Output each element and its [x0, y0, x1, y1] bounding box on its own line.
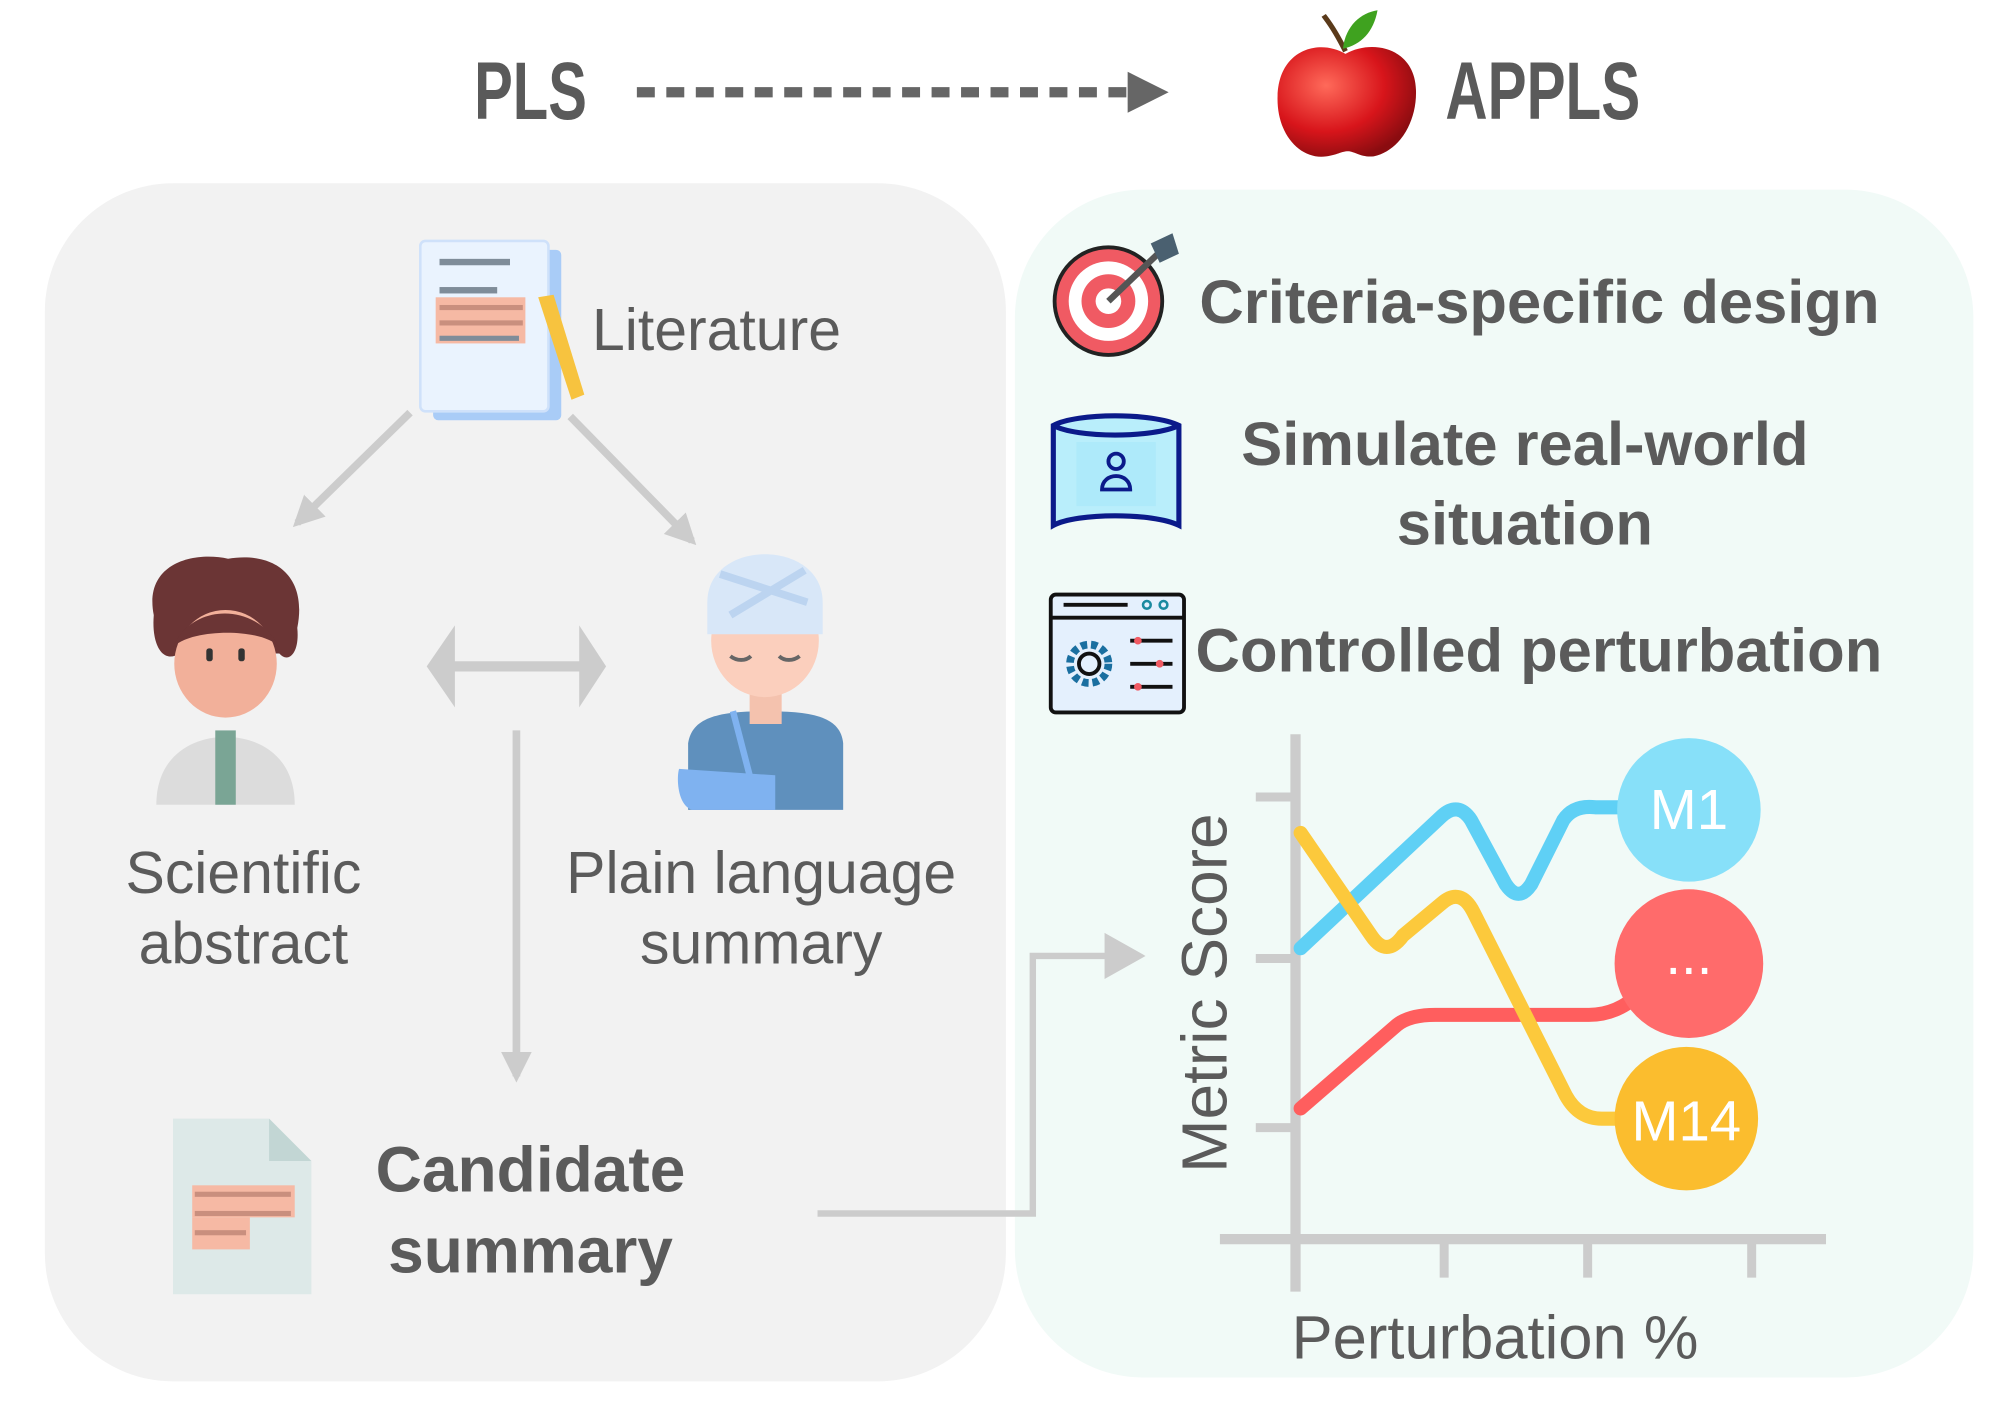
- scientific-abstract-line1: Scientific: [126, 841, 362, 906]
- series-line-m14: [1293, 825, 1632, 1126]
- label-mid: ...: [1665, 923, 1712, 986]
- label-m1: M1: [1650, 778, 1728, 841]
- feature-controlled-perturbation: Controlled perturbation: [1196, 616, 1883, 685]
- patient-icon: [677, 554, 844, 810]
- apple-icon: [1277, 10, 1417, 157]
- connector-arrow: [817, 952, 1115, 1217]
- literature-label: Literature: [592, 298, 841, 363]
- bubble-m14: [1614, 1046, 1759, 1191]
- dashed-arrow: [636, 71, 1169, 113]
- bubble-m1: [1617, 738, 1761, 882]
- y-ticks: [1255, 792, 1296, 1133]
- x-axis-label: Perturbation %: [1292, 1303, 1699, 1372]
- pls-panel: [44, 183, 1006, 1382]
- metric-plot: M1 ... M14 Metric Score Perturbation %: [1168, 734, 1827, 1372]
- target-icon: [1052, 233, 1179, 357]
- plain-language-summary-line1: Plain language: [566, 841, 956, 906]
- arrow-to-pls: [567, 413, 697, 546]
- pls-title: PLS: [474, 46, 587, 137]
- screen-user-icon: [1050, 413, 1182, 530]
- feature-simulate-line2: situation: [1397, 490, 1653, 559]
- appls-title: APPLS: [1445, 46, 1640, 137]
- series-line-mid: [1293, 986, 1648, 1116]
- bubble-mid: [1614, 889, 1764, 1038]
- candidate-summary-line1: Candidate: [376, 1134, 686, 1206]
- x-ticks: [1439, 1239, 1757, 1278]
- settings-sliders-icon: [1048, 592, 1186, 715]
- feature-criteria-specific-design: Criteria-specific design: [1199, 268, 1879, 337]
- arrow-to-abstract: [292, 409, 413, 528]
- candidate-summary-line2: summary: [388, 1214, 673, 1286]
- label-m14: M14: [1631, 1089, 1741, 1152]
- connector-arrowhead: [1104, 932, 1146, 980]
- double-arrow: [426, 625, 607, 708]
- scientific-abstract-line2: abstract: [139, 912, 349, 977]
- plain-language-summary-line2: summary: [640, 912, 883, 977]
- appls-panel: [1014, 189, 1974, 1378]
- candidate-document-icon: [172, 1118, 312, 1295]
- series-line-m1: [1293, 799, 1632, 956]
- scientist-icon: [152, 556, 300, 805]
- literature-document-icon: [419, 239, 585, 421]
- feature-simulate-line1: Simulate real-world: [1241, 410, 1808, 479]
- y-axis-label: Metric Score: [1168, 813, 1240, 1173]
